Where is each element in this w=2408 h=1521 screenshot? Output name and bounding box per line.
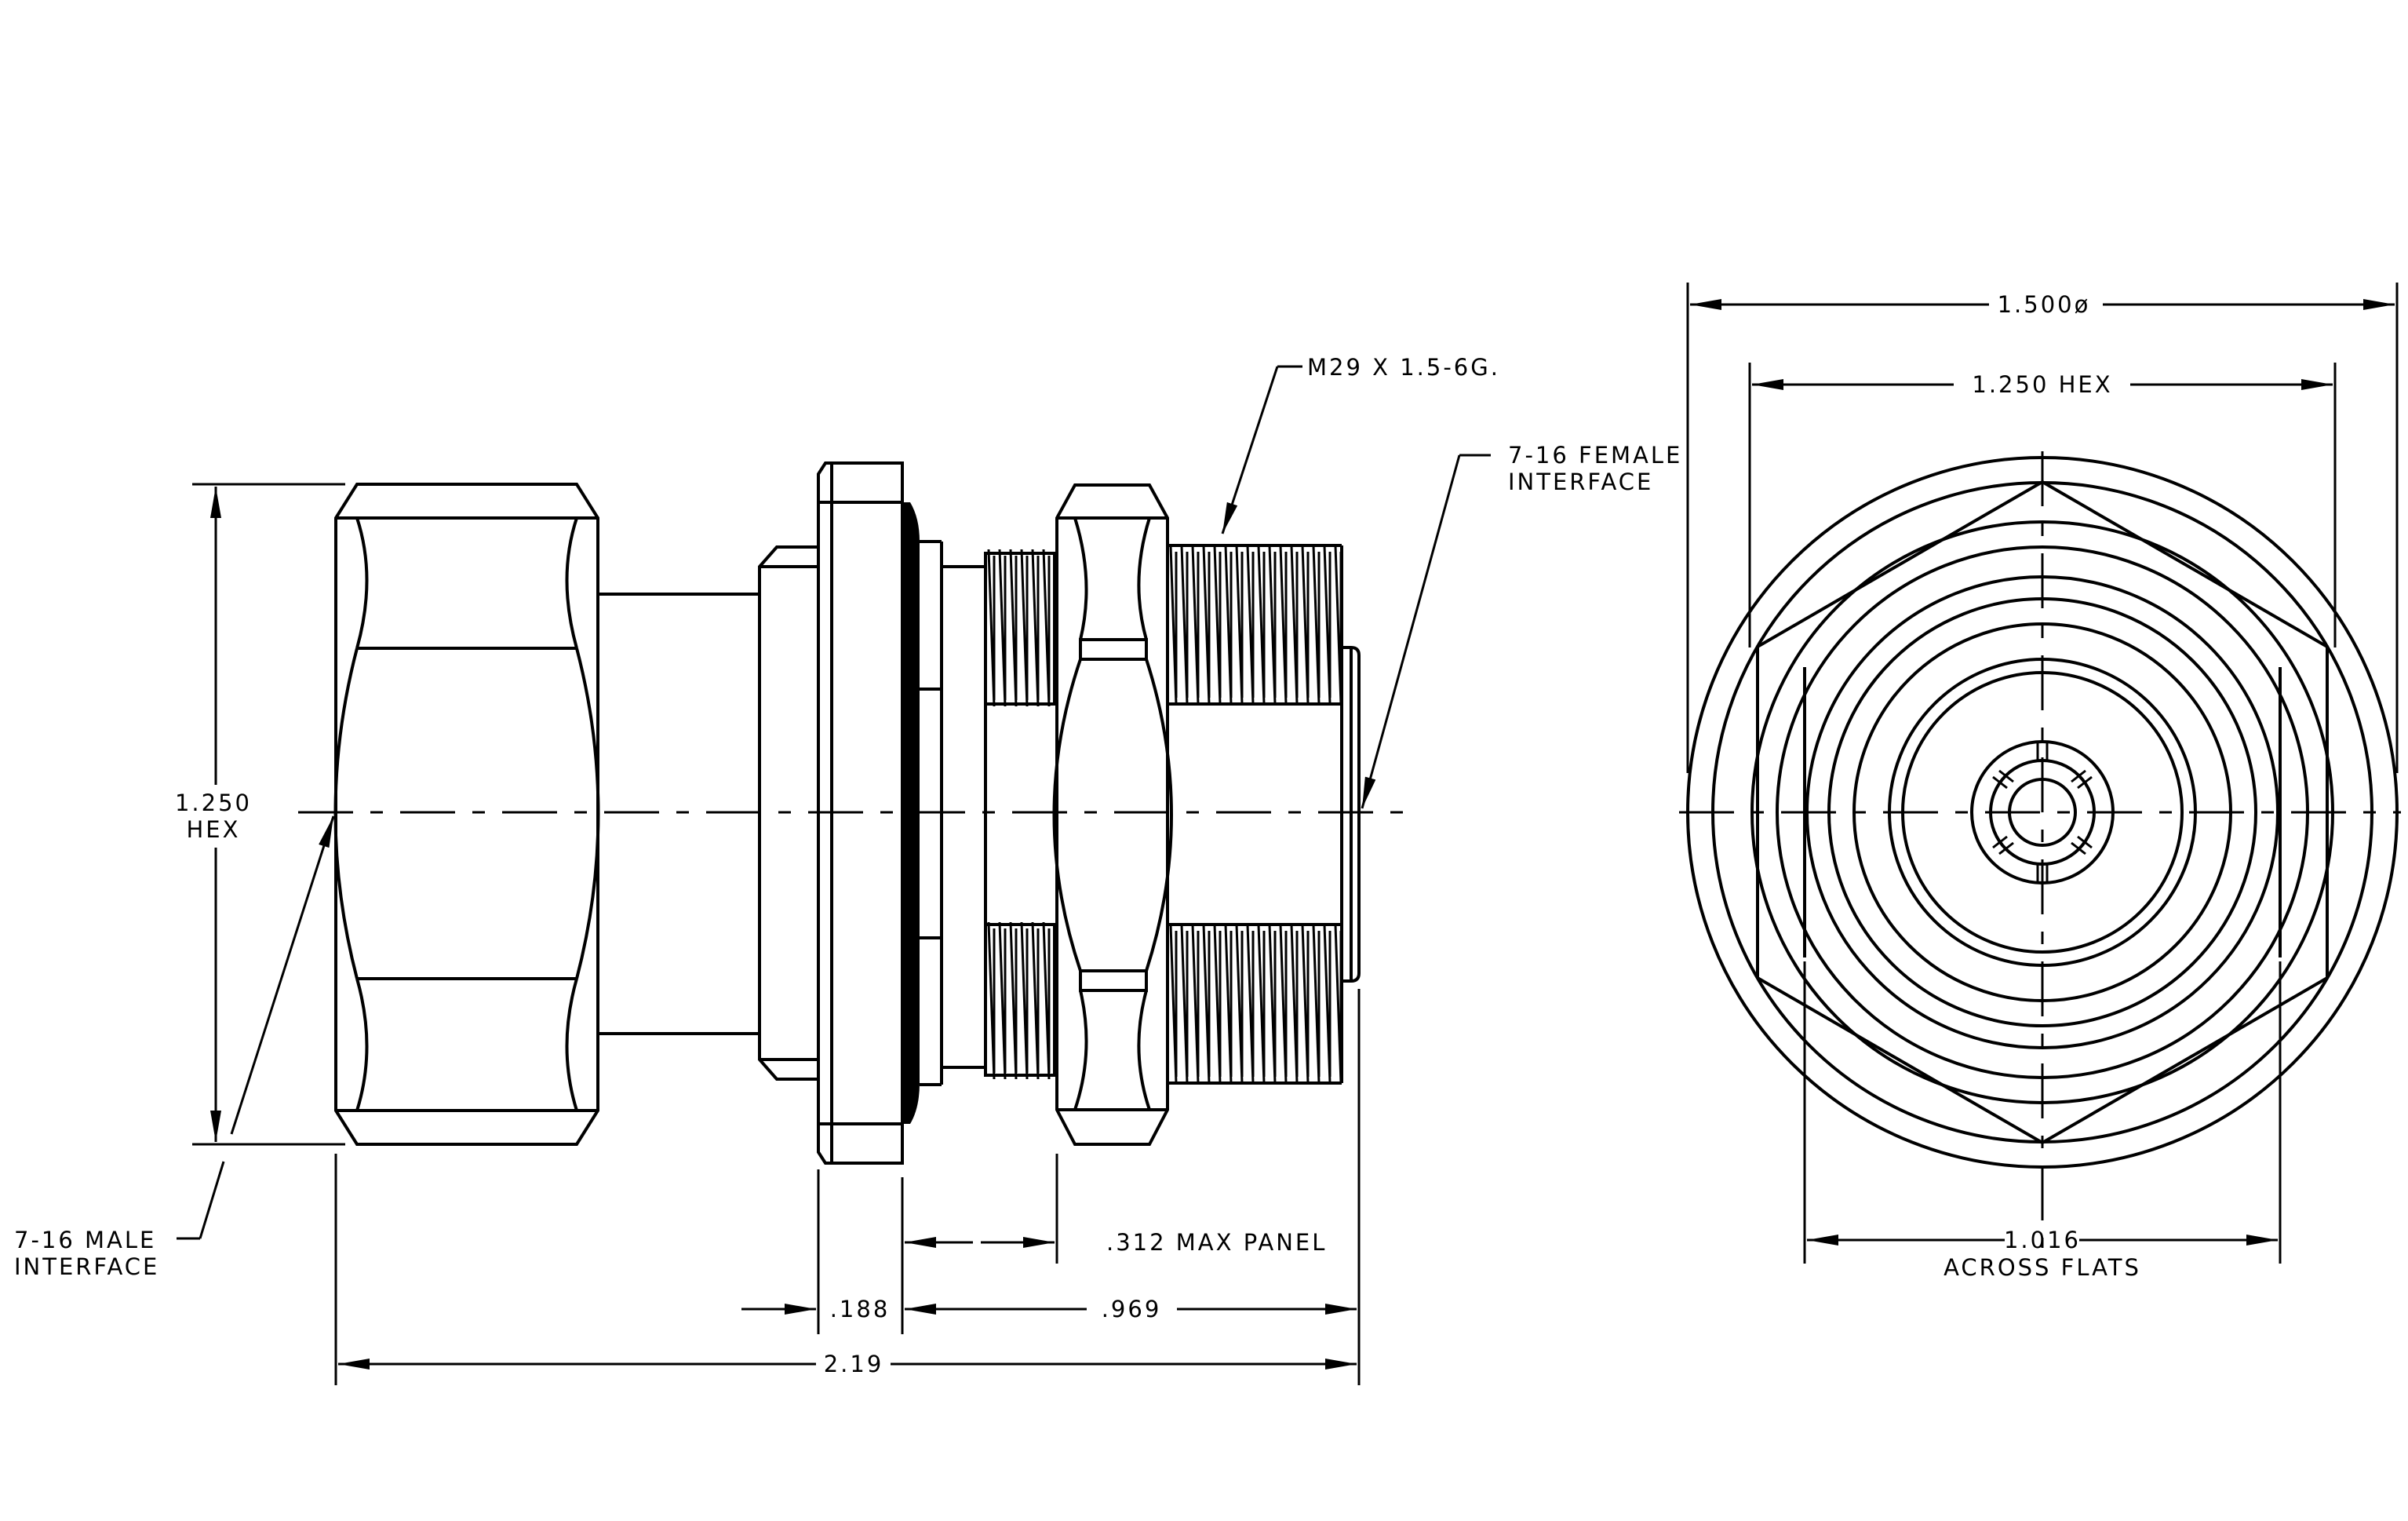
text-labels: M29 X 1.5-6G. 7-16 FEMALE INTERFACE 1.25… <box>14 291 2141 1377</box>
female-interface-label-2: INTERFACE <box>1508 469 1653 495</box>
threads-left-bottom <box>987 921 1051 1080</box>
front-dimensions <box>1686 283 2399 1264</box>
flats-label-1: 1.016 <box>2004 1227 2081 1253</box>
side-dimensions <box>177 365 1491 1385</box>
dia-1500-label: 1.500ø <box>1998 291 2091 318</box>
flats-label-2: ACROSS FLATS <box>1944 1254 2141 1281</box>
female-interface-label-1: 7-16 FEMALE <box>1508 442 1682 469</box>
side-hex-label-1: 1.250 <box>175 790 252 816</box>
threads-right-top <box>1169 545 1342 705</box>
dim-219-label: 2.19 <box>824 1351 884 1377</box>
thread-spec-label: M29 X 1.5-6G. <box>1307 354 1500 381</box>
front-hex-label: 1.250 HEX <box>1972 371 2112 398</box>
max-panel-label: .312 MAX PANEL <box>1106 1229 1327 1256</box>
front-view <box>1679 451 2401 1248</box>
panel-hex-nut <box>1052 483 1173 1146</box>
male-interface-label-2: INTERFACE <box>14 1253 159 1280</box>
side-view <box>298 461 1420 1165</box>
threaded-body <box>942 552 1056 1077</box>
side-hex-label-2: HEX <box>187 816 241 843</box>
male-hex-nut <box>333 483 600 1146</box>
flange <box>817 461 904 1165</box>
contact-slots <box>1992 742 2093 883</box>
threads-right-bottom <box>1169 924 1342 1084</box>
female-interface-body <box>1168 544 1361 1085</box>
connector-neck <box>598 593 760 1035</box>
threads-left-top <box>987 549 1051 707</box>
dim-969-label: .969 <box>1102 1296 1162 1322</box>
male-interface-label-1: 7-16 MALE <box>14 1227 156 1253</box>
dim-188-label: .188 <box>830 1296 891 1322</box>
o-ring-gasket <box>902 502 943 1124</box>
